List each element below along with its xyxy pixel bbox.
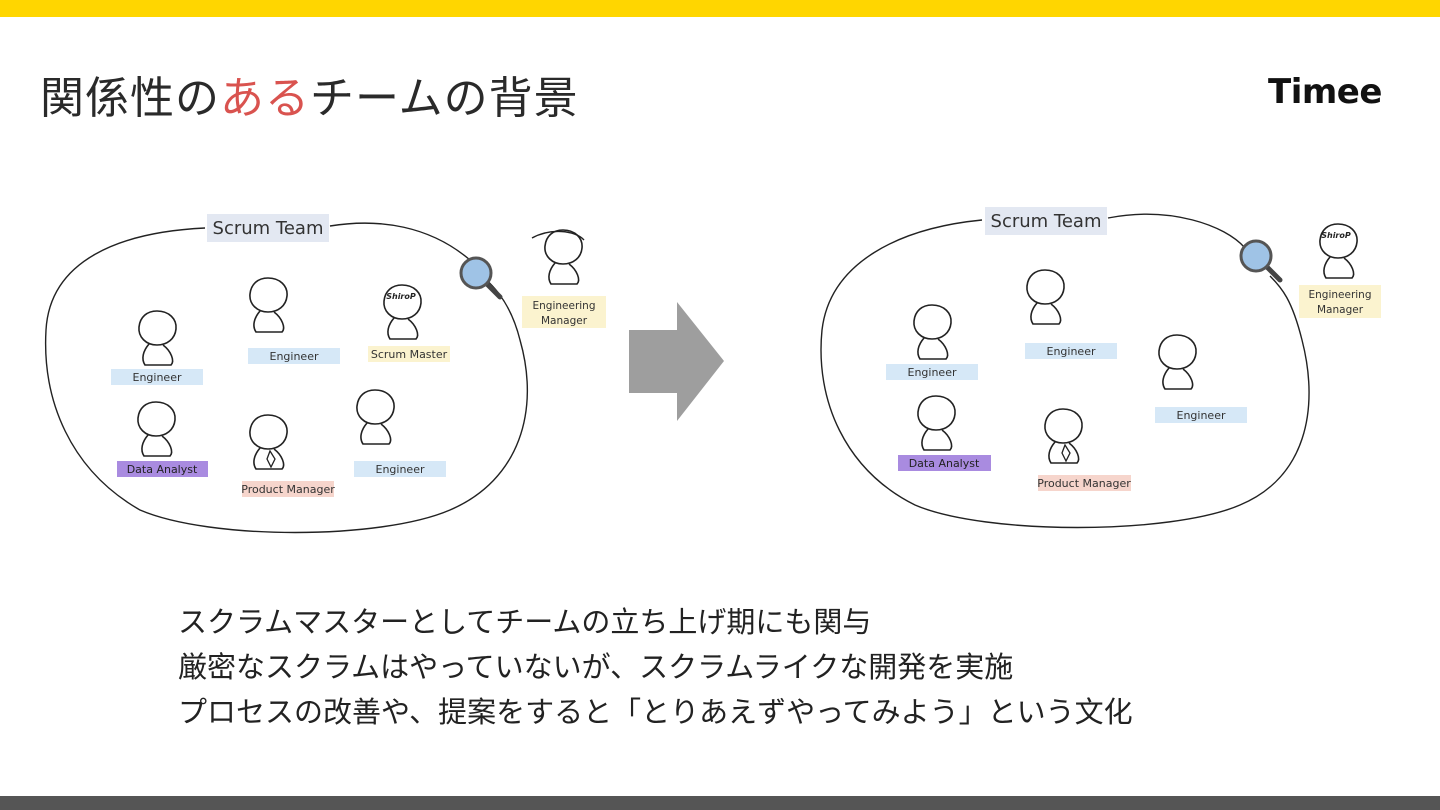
left-member-product-manager: Product Manager [241,414,335,497]
left-team-label-bg [207,214,329,242]
right-em-label-line2: Manager [1317,304,1364,316]
left-member-scrum-master: ShiroP Scrum Master [368,284,450,362]
right-member-engineer-c: Engineer [1155,334,1247,423]
right-team-label-bg [985,207,1107,235]
title-prefix: 関係性の [40,73,220,124]
right-product-manager-label: Product Manager [1037,477,1131,490]
left-engineering-manager: Engineering Manager [522,229,606,328]
left-member-engineer-c: Engineer [354,389,446,477]
left-sm-badge: ShiroP [386,292,416,301]
right-member-engineer-b: Engineer [1025,269,1117,359]
left-member-engineer-b: Engineer [248,277,340,364]
left-em-label-line2: Manager [541,315,588,327]
left-engineer-a-label: Engineer [133,371,182,384]
summary-bullets: スクラムマスターとしてチームの立ち上げ期にも関与 厳密なスクラムはやっていないが… [178,600,1133,735]
bullet-line-3: プロセスの改善や、提案をすると「とりあえずやってみよう」という文化 [178,695,1133,729]
left-magnifier-icon [461,258,500,297]
left-member-data-analyst: Data Analyst [117,401,208,477]
right-engineer-c-label: Engineer [1177,409,1226,422]
right-member-product-manager: Product Manager [1037,408,1131,491]
bottom-bar [0,796,1440,810]
timee-logo: Timee [1268,72,1382,112]
title-suffix: チームの背景 [310,73,579,124]
title-highlight: ある [220,73,310,124]
right-team-boundary [820,213,1310,529]
right-engineering-manager: ShiroP Engineering Manager [1299,223,1381,318]
right-member-engineer-a: Engineer [886,304,978,380]
left-team-label: Scrum Team [213,218,324,239]
right-em-label-line1: Engineering [1309,289,1372,301]
right-engineer-b-label: Engineer [1047,345,1096,358]
transition-arrow [629,302,724,421]
bullet-line-1: スクラムマスターとしてチームの立ち上げ期にも関与 [178,605,872,639]
left-scrum-master-label: Scrum Master [371,348,448,361]
right-member-data-analyst: Data Analyst [898,395,991,471]
right-em-badge: ShiroP [1321,231,1351,240]
left-team-boundary [44,222,528,534]
left-engineer-b-label: Engineer [270,350,319,363]
left-em-label-line1: Engineering [533,300,596,312]
slide-title: 関係性のあるチームの背景 [40,62,579,126]
top-accent-bar [0,0,1440,17]
right-magnifier-icon [1241,241,1280,280]
bullet-line-2: 厳密なスクラムはやっていないが、スクラムライクな開発を実施 [178,650,1014,684]
left-data-analyst-label: Data Analyst [127,463,198,476]
left-product-manager-label: Product Manager [241,483,335,496]
left-member-engineer-a: Engineer [111,310,203,385]
right-engineer-a-label: Engineer [908,366,957,379]
left-engineer-c-label: Engineer [376,463,425,476]
right-team-label: Scrum Team [991,211,1102,232]
right-data-analyst-label: Data Analyst [909,457,980,470]
